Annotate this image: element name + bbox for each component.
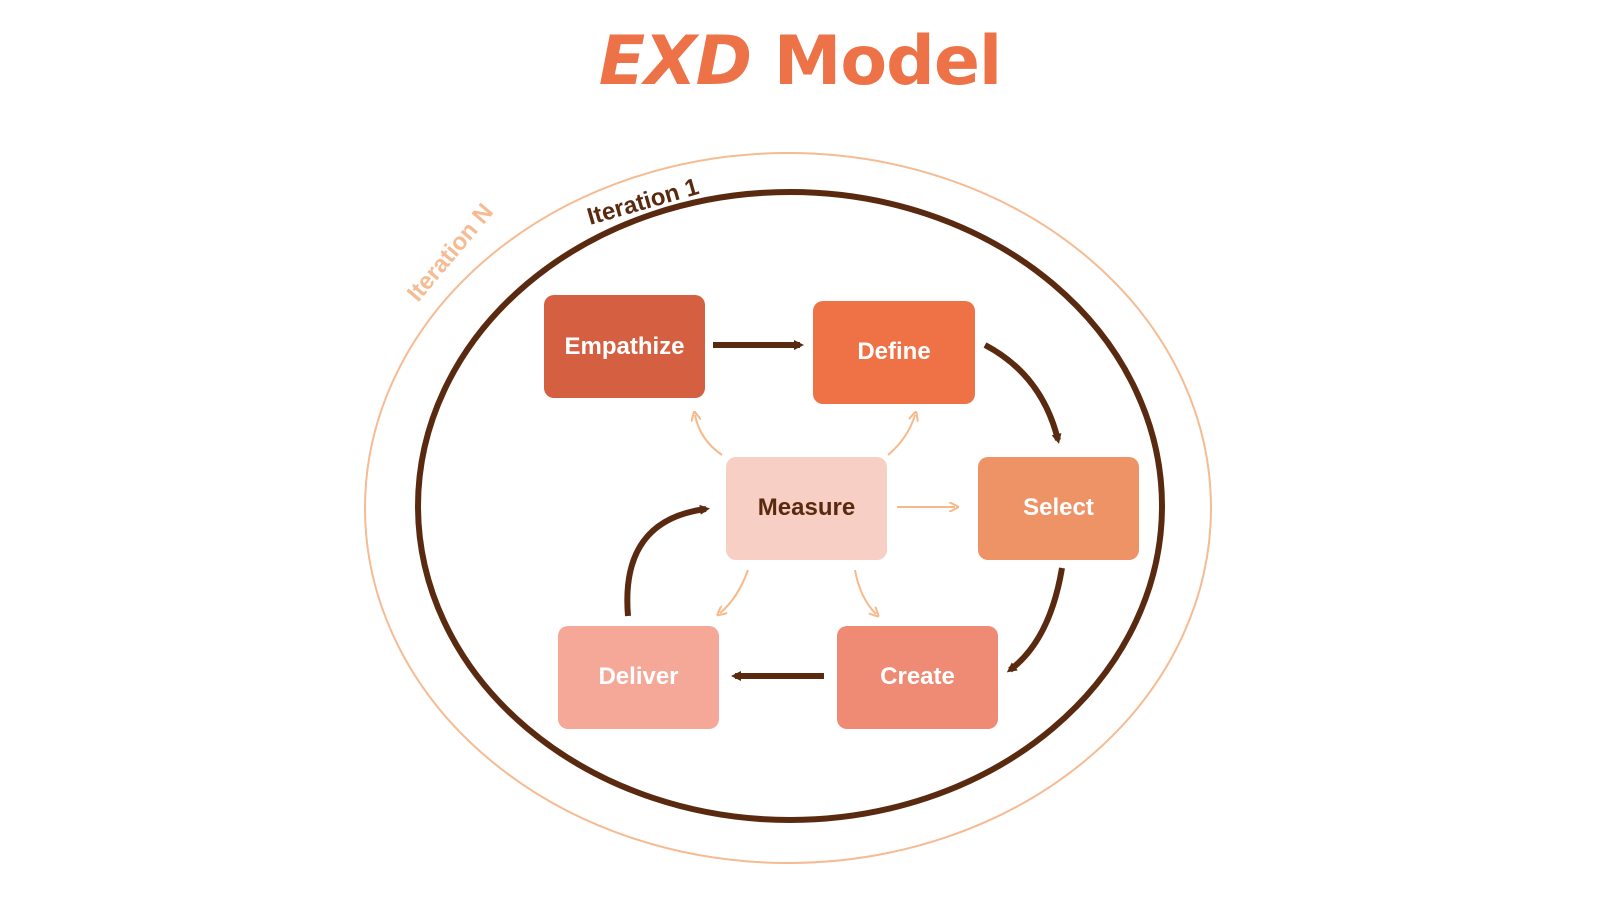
- arrow-measure-deliver: [720, 569, 749, 613]
- stage-define: Define: [813, 301, 975, 404]
- stage-define-label: Define: [857, 338, 930, 365]
- inner-iteration-label: Iteration 1: [584, 173, 702, 231]
- arrow-deliver-measure: [624, 504, 710, 617]
- title-exd: EXD: [598, 22, 752, 101]
- stage-create-label: Create: [880, 663, 955, 690]
- arrow-measure-empathize: [695, 415, 723, 456]
- stage-empathize-label: Empathize: [564, 333, 684, 360]
- stage-select: Select: [978, 457, 1139, 560]
- title-model: Model: [751, 22, 1003, 101]
- stage-measure-label: Measure: [758, 494, 855, 521]
- stage-create: Create: [837, 626, 998, 729]
- arrow-measure-create: [854, 569, 876, 614]
- inner-iteration-ring: [415, 189, 1165, 823]
- page-title: EXD Model: [0, 22, 1600, 101]
- outer-iteration-label: Iteration N: [402, 199, 499, 307]
- arrow-measure-define: [887, 415, 915, 456]
- stage-deliver-label: Deliver: [598, 663, 678, 690]
- stage-measure: Measure: [726, 457, 887, 560]
- stage-empathize: Empathize: [544, 295, 705, 398]
- arrow-define-select: [983, 342, 1062, 444]
- outer-iteration-ring: [364, 152, 1212, 864]
- stage-select-label: Select: [1023, 494, 1094, 521]
- arrow-select-create: [1006, 567, 1065, 673]
- stage-deliver: Deliver: [558, 626, 719, 729]
